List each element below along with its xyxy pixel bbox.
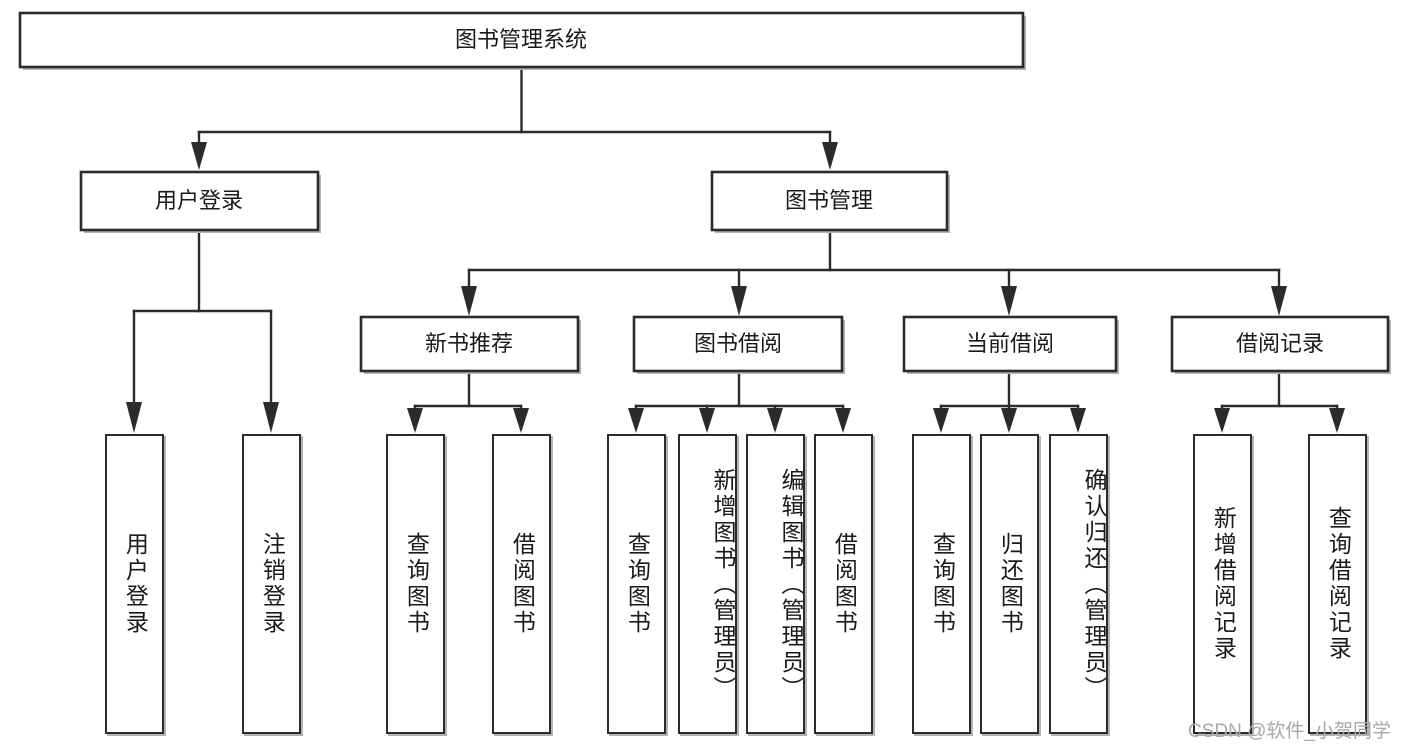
arrowhead-cb-leaf2 — [1001, 408, 1017, 433]
node-nbr-box — [359, 315, 580, 373]
node-bb-box — [632, 315, 844, 373]
arrowhead-leaf-logout-login — [263, 402, 279, 433]
leaf-node-confirm-return[interactable]: 确认归还（管理员） — [1049, 434, 1108, 734]
node-user-login-label: 用户登录 — [155, 188, 243, 213]
node-book-manage[interactable]: 图书管理 — [710, 170, 950, 233]
node-bb-label: 图书借阅 — [694, 331, 782, 356]
leaf-label-logout-login: 注销登录 — [259, 532, 286, 636]
leaf-node-logout-login[interactable]: 注销登录 — [242, 434, 301, 734]
arrowhead-br-leaf1 — [1214, 408, 1230, 433]
arrowhead-bookmanage — [822, 142, 838, 170]
leaf-node-borrow-book-2[interactable]: 借阅图书 — [814, 434, 873, 734]
leaf-node-query-record[interactable]: 查询借阅记录 — [1308, 434, 1367, 734]
arrowhead-current-borrow — [1001, 286, 1017, 316]
leaf-label-add-record: 新增借阅记录 — [1210, 506, 1237, 662]
leaf-node-add-book[interactable]: 新增图书（管理员） — [678, 434, 737, 734]
leaf-node-edit-book[interactable]: 编辑图书（管理员） — [746, 434, 805, 734]
node-root[interactable]: 图书管理系统 — [18, 11, 1026, 70]
arrowhead-cb-leaf1 — [933, 408, 949, 433]
arrowhead-br-leaf2 — [1329, 408, 1345, 433]
arrowhead-cb-leaf3 — [1070, 408, 1086, 433]
arrowhead-borrow-record — [1271, 286, 1287, 316]
node-book-manage-label: 图书管理 — [785, 188, 873, 213]
node-user-login[interactable]: 用户登录 — [79, 170, 321, 233]
leaf-label-user-login: 用户登录 — [122, 532, 149, 636]
node-current-borrow[interactable]: 当前借阅 — [902, 315, 1119, 374]
node-nbr-label: 新书推荐 — [425, 331, 513, 356]
node-cb-box — [902, 315, 1118, 373]
leaf-label-add-book: 新增图书（管理员） — [710, 468, 735, 702]
node-user-login-box — [79, 170, 320, 232]
leaf-node-query-book-1[interactable]: 查询图书 — [386, 434, 445, 734]
node-book-borrow[interactable]: 图书借阅 — [632, 315, 845, 374]
arrowhead-new-book-recommend — [461, 286, 477, 316]
leaf-label-borrow-book-2: 借阅图书 — [831, 532, 858, 636]
leaf-label-confirm-return: 确认归还（管理员） — [1081, 468, 1106, 702]
leaf-node-add-record[interactable]: 新增借阅记录 — [1193, 434, 1252, 734]
arrowhead-book-borrow — [731, 286, 747, 316]
arrowhead-nbr-leaf2 — [513, 408, 529, 433]
arrowhead-bb-leaf3 — [767, 408, 783, 433]
leaf-label-query-record: 查询借阅记录 — [1325, 506, 1352, 662]
arrowhead-nbr-leaf1 — [407, 408, 423, 433]
arrowhead-bb-leaf2 — [699, 408, 715, 433]
node-root-label: 图书管理系统 — [455, 27, 587, 52]
connector-group — [126, 67, 1345, 433]
arrowhead-userlogin — [191, 142, 207, 170]
leaf-node-user-login[interactable]: 用户登录 — [105, 434, 164, 734]
node-br-box — [1170, 315, 1390, 373]
node-new-book-recommend[interactable]: 新书推荐 — [359, 315, 581, 374]
node-root-box — [18, 11, 1025, 69]
node-borrow-record[interactable]: 借阅记录 — [1170, 315, 1391, 374]
arrowhead-leaf-user-login — [126, 402, 142, 433]
arrowhead-bb-leaf1 — [628, 408, 644, 433]
leaf-node-query-book-3[interactable]: 查询图书 — [912, 434, 971, 734]
node-cb-label: 当前借阅 — [966, 331, 1054, 356]
leaf-label-borrow-book-1: 借阅图书 — [509, 532, 536, 636]
leaf-node-borrow-book-1[interactable]: 借阅图书 — [492, 434, 551, 734]
leaf-label-query-book-2: 查询图书 — [624, 532, 651, 636]
node-book-manage-box — [710, 170, 949, 232]
leaf-label-query-book-3: 查询图书 — [929, 532, 956, 636]
leaf-node-query-book-2[interactable]: 查询图书 — [607, 434, 666, 734]
node-br-label: 借阅记录 — [1236, 331, 1324, 356]
arrowhead-bb-leaf4 — [835, 408, 851, 433]
leaf-label-return-book: 归还图书 — [997, 532, 1024, 636]
leaf-label-edit-book: 编辑图书（管理员） — [778, 468, 803, 702]
leaf-node-return-book[interactable]: 归还图书 — [980, 434, 1039, 734]
leaf-label-query-book-1: 查询图书 — [403, 532, 430, 636]
